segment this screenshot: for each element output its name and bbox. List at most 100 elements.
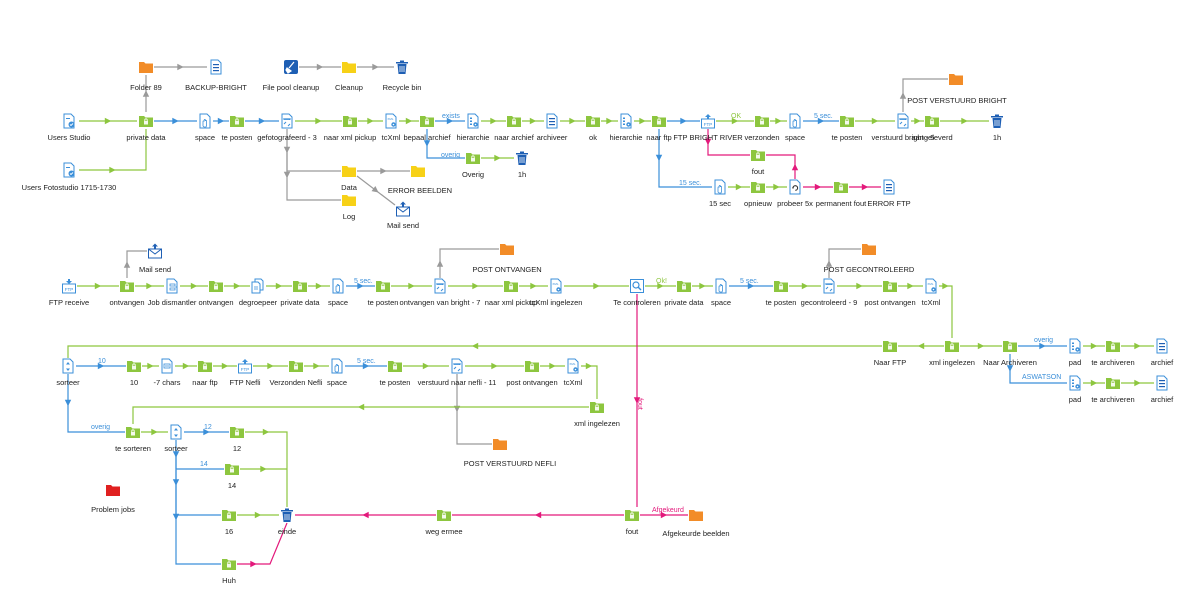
node-private-data-3[interactable]: [676, 278, 692, 294]
node-naar-ftp-1[interactable]: [651, 113, 667, 129]
node-gefotografeerd-3[interactable]: HTTP: [279, 113, 295, 129]
node-ftp-receive[interactable]: FTP: [61, 278, 77, 294]
node-private-data-1[interactable]: [138, 113, 154, 129]
node-ftp-nefli[interactable]: FTP: [237, 358, 253, 374]
connection-line[interactable]: [439, 248, 499, 278]
node-post-ontvangen-1[interactable]: [499, 241, 515, 257]
node-ontvangen-1[interactable]: [119, 278, 135, 294]
node-naar-ftp-2[interactable]: [882, 338, 898, 354]
node-16[interactable]: [221, 507, 237, 523]
node-verzonden[interactable]: [754, 113, 770, 129]
node-archief-2[interactable]: [1154, 375, 1170, 391]
node-afgekeurde-beelden[interactable]: [688, 507, 704, 523]
node-te-posten-3[interactable]: [375, 278, 391, 294]
node-post-ontvangen-3[interactable]: [524, 358, 540, 374]
node-hierarchie-1[interactable]: [465, 113, 481, 129]
node-log[interactable]: [341, 192, 357, 208]
node-pad-2[interactable]: [1067, 375, 1083, 391]
connection-line[interactable]: [67, 374, 125, 433]
node-backup-bright[interactable]: [208, 59, 224, 75]
node-overig-1[interactable]: [465, 150, 481, 166]
node-te-archiveren-2[interactable]: [1105, 375, 1121, 391]
node-aangeleverd[interactable]: [924, 113, 940, 129]
node-space-1[interactable]: [197, 113, 213, 129]
node-fout-2[interactable]: [624, 507, 640, 523]
connection-line[interactable]: [426, 129, 465, 159]
node-sorteer-2[interactable]: [168, 424, 184, 440]
node-fout-1[interactable]: [750, 147, 766, 163]
node-10[interactable]: [126, 358, 142, 374]
node-post-ontvangen-2[interactable]: [882, 278, 898, 294]
node-data[interactable]: [341, 163, 357, 179]
node-naar-xml-pickup-1[interactable]: [342, 113, 358, 129]
node-folder-89[interactable]: [138, 59, 154, 75]
node-pad-1[interactable]: [1067, 338, 1083, 354]
connection-line[interactable]: [939, 285, 953, 338]
node-error-beelden[interactable]: [410, 163, 426, 179]
connection-line[interactable]: [828, 248, 861, 278]
node-space-2[interactable]: [787, 113, 803, 129]
node-xml-ingelezen-2[interactable]: [589, 399, 605, 415]
node-te-posten-2[interactable]: [839, 113, 855, 129]
node-archief-1[interactable]: [1154, 338, 1170, 354]
node-problem-jobs[interactable]: [105, 482, 121, 498]
node-ontvangen-2[interactable]: [208, 278, 224, 294]
connection-line[interactable]: [1009, 354, 1067, 384]
connection-line[interactable]: [581, 365, 598, 399]
node-tcxml-ingelezen[interactable]: XML: [548, 278, 564, 294]
connection-line[interactable]: [126, 250, 147, 278]
node-mail-send-2[interactable]: [147, 243, 163, 259]
node-ontvangen-van-bright-7[interactable]: HTTP: [432, 278, 448, 294]
node-12[interactable]: [229, 424, 245, 440]
node-probeer-5x[interactable]: [787, 179, 803, 195]
node-cleanup[interactable]: [341, 59, 357, 75]
node-7-chars[interactable]: [159, 358, 175, 374]
connection-line[interactable]: [175, 470, 221, 565]
node-space-3[interactable]: [330, 278, 346, 294]
node-users-fotostudio[interactable]: [61, 162, 77, 178]
node-private-data-2[interactable]: [292, 278, 308, 294]
node-permanent-fout[interactable]: [833, 179, 849, 195]
node-1h-1[interactable]: [989, 113, 1005, 129]
node-archiveer[interactable]: [544, 113, 560, 129]
node-error-ftp[interactable]: [881, 179, 897, 195]
node-degroepeer[interactable]: [250, 278, 266, 294]
node-14[interactable]: [224, 461, 240, 477]
connection-line[interactable]: [175, 450, 221, 516]
node-verstuurd-naar-nefli-11[interactable]: HTTP: [449, 358, 465, 374]
connection-line[interactable]: [245, 431, 288, 507]
node-naar-archief[interactable]: [506, 113, 522, 129]
node-post-gecontroleerd[interactable]: [861, 241, 877, 257]
node-1h-2[interactable]: [514, 150, 530, 166]
node-gecontroleerd-9[interactable]: HTTP: [821, 278, 837, 294]
node-opnieuw[interactable]: [750, 179, 766, 195]
node-huh[interactable]: [221, 556, 237, 572]
node-te-posten-4[interactable]: [773, 278, 789, 294]
connection-line[interactable]: [237, 522, 288, 565]
node-verzonden-nefli[interactable]: [288, 358, 304, 374]
node-space-4[interactable]: [713, 278, 729, 294]
node-sorteer-1[interactable]: [60, 358, 76, 374]
node-xml-ingelezen-1[interactable]: [944, 338, 960, 354]
node-users-studio[interactable]: [61, 113, 77, 129]
node-te-posten-1[interactable]: [229, 113, 245, 129]
node-ok[interactable]: [585, 113, 601, 129]
node-post-verstuurd-bright[interactable]: [948, 71, 964, 87]
node-naar-xml-pickup-2[interactable]: [503, 278, 519, 294]
node-tcxml-1[interactable]: XML: [383, 113, 399, 129]
connection-line[interactable]: [67, 345, 882, 358]
node-job-dismantler[interactable]: [164, 278, 180, 294]
connection-line[interactable]: [286, 150, 341, 201]
node-verstuurd-bright-5[interactable]: HTTP: [895, 113, 911, 129]
node-mail-send-1[interactable]: [395, 201, 411, 217]
connection-line[interactable]: [766, 154, 796, 179]
node-te-archiveren-1[interactable]: [1105, 338, 1121, 354]
connection-line[interactable]: [902, 78, 948, 112]
node-einde[interactable]: [279, 507, 295, 523]
connection-line[interactable]: [132, 406, 589, 424]
connection-line[interactable]: [707, 129, 750, 156]
node-recycle-bin[interactable]: [394, 59, 410, 75]
node-space-5[interactable]: [329, 358, 345, 374]
node-15-sec[interactable]: [712, 179, 728, 195]
